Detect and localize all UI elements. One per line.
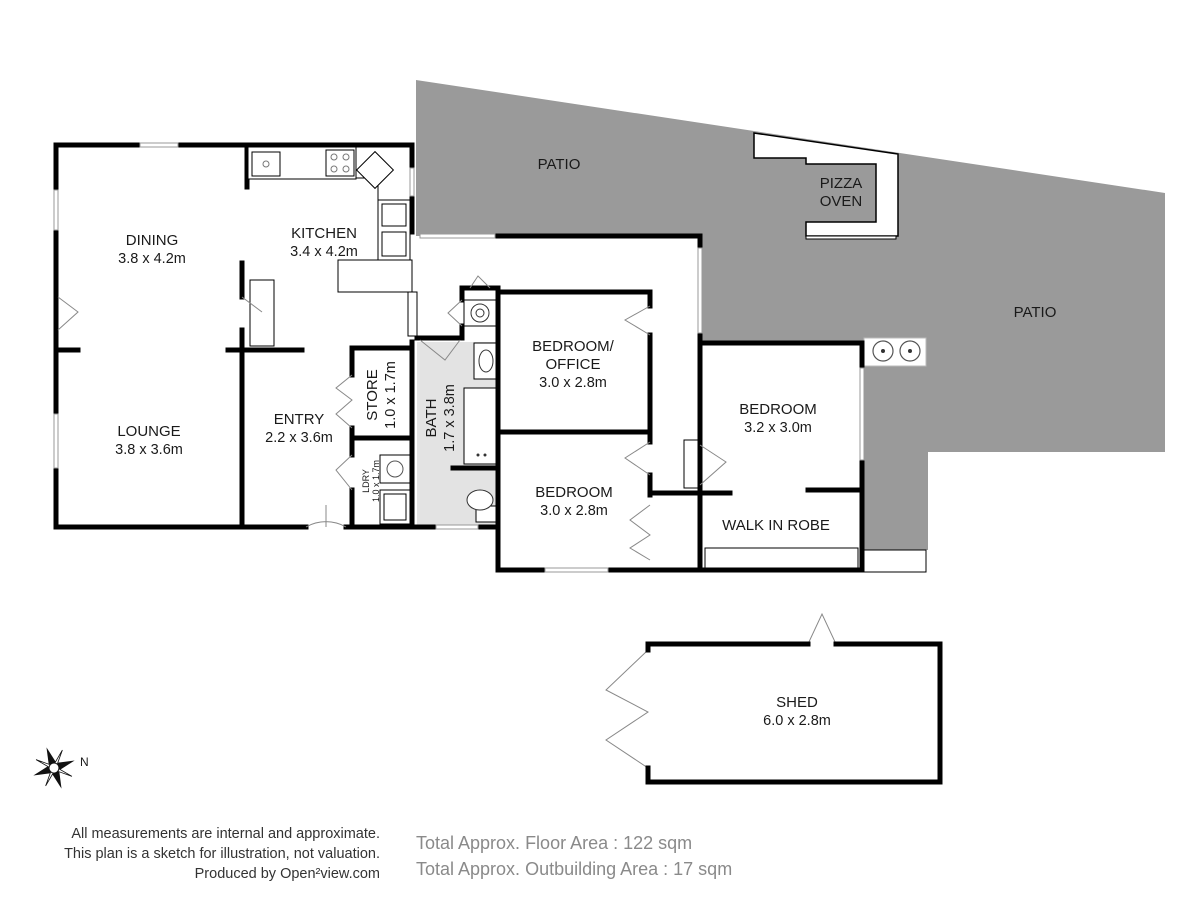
store-label: STORE — [364, 369, 381, 420]
bath-fixtures — [463, 299, 497, 523]
kitchen-size: 3.4 x 4.2m — [290, 244, 358, 260]
wardrobe-fittings — [683, 235, 927, 573]
pizza-oven-label-2: OVEN — [820, 193, 863, 210]
bedroom-office-size: 3.0 x 2.8m — [539, 375, 607, 391]
bedroom-main-label: BEDROOM — [739, 401, 817, 418]
lounge-label: LOUNGE — [117, 423, 180, 440]
walls — [53, 142, 865, 573]
disclaimer-block: All measurements are internal and approx… — [20, 824, 380, 884]
bedroom-office-label-1: BEDROOM/ — [532, 338, 615, 355]
kitchen-fittings — [247, 146, 418, 347]
windows — [53, 142, 865, 573]
outbuilding-area: Total Approx. Outbuilding Area : 17 sqm — [416, 859, 733, 879]
compass-icon — [33, 747, 75, 789]
produced-by: Produced by Open²view.com — [194, 866, 380, 882]
disclaimer-line-1: All measurements are internal and approx… — [71, 826, 380, 842]
patio-top-label: PATIO — [538, 156, 581, 173]
potted-plants — [863, 337, 927, 367]
doors — [57, 275, 837, 769]
bedroom-office-label-2: OFFICE — [546, 356, 601, 373]
area-summary: Total Approx. Floor Area : 122 sqm Total… — [416, 830, 732, 882]
shed-label: SHED — [776, 694, 818, 711]
patio-area — [416, 80, 1165, 550]
compass-north-label: N — [80, 755, 89, 769]
bath-size: 1.7 x 3.8m — [442, 384, 458, 452]
store-size: 1.0 x 1.7m — [383, 361, 399, 429]
entry-label: ENTRY — [274, 411, 325, 428]
pizza-oven — [753, 132, 899, 237]
laundry-fixtures — [379, 454, 411, 525]
lounge-size: 3.8 x 3.6m — [115, 442, 183, 458]
bedroom-main-size: 3.2 x 3.0m — [744, 420, 812, 436]
entry-size: 2.2 x 3.6m — [265, 430, 333, 446]
shed-size: 6.0 x 2.8m — [763, 713, 831, 729]
dining-size: 3.8 x 4.2m — [118, 251, 186, 267]
bedroom-2-size: 3.0 x 2.8m — [540, 503, 608, 519]
dining-label: DINING — [126, 232, 179, 249]
bath-label: BATH — [423, 399, 440, 438]
laundry-size: 1.0 x 1.7m — [371, 460, 381, 502]
pizza-oven-label-1: PIZZA — [820, 175, 863, 192]
floor-area: Total Approx. Floor Area : 122 sqm — [416, 833, 693, 853]
patio-right-label: PATIO — [1014, 304, 1057, 321]
kitchen-label: KITCHEN — [291, 225, 357, 242]
bedroom-2-label: BEDROOM — [535, 484, 613, 501]
laundry-label: LDRY — [361, 469, 371, 493]
shed — [645, 641, 943, 785]
walk-in-robe-label: WALK IN ROBE — [722, 517, 830, 534]
disclaimer-line-2: This plan is a sketch for illustration, … — [64, 846, 380, 862]
